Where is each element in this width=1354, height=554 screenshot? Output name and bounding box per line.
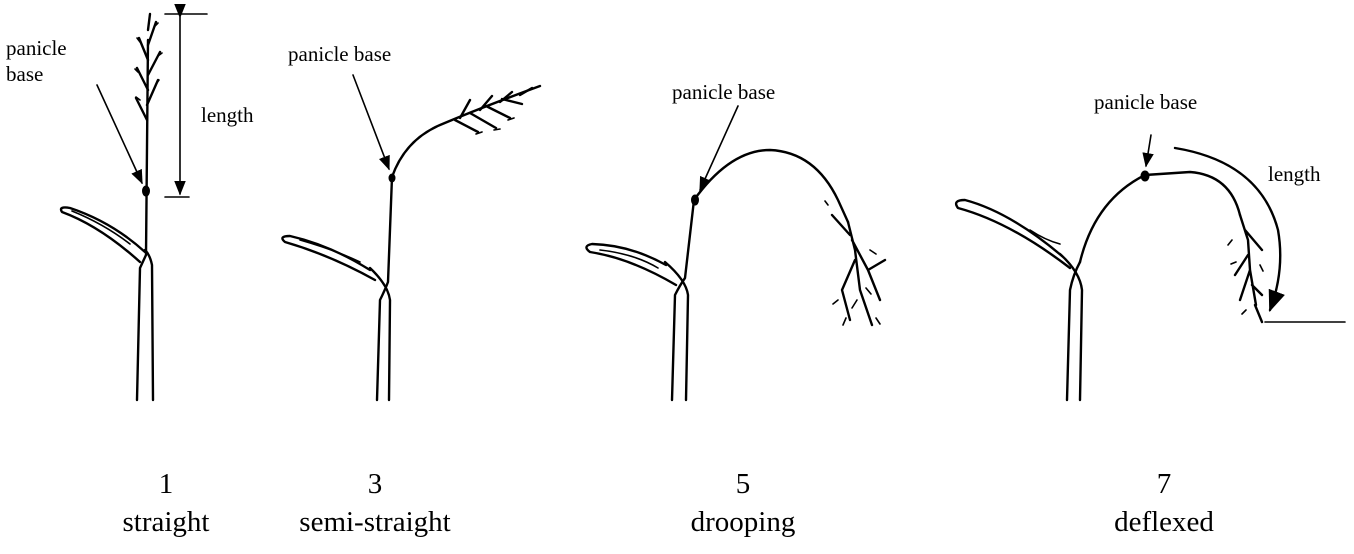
- plant-drooping: [586, 106, 885, 400]
- panicle-base-label: panicle base: [672, 80, 775, 105]
- caption-drooping: drooping: [613, 506, 873, 539]
- length-label: length: [201, 103, 254, 128]
- base-label: base: [6, 62, 43, 87]
- panicle-base-label: panicle base: [1094, 90, 1197, 115]
- score-5: 5: [613, 468, 873, 501]
- panicle-base-dot: [1141, 171, 1149, 181]
- panicle-label: panicle: [6, 36, 67, 61]
- plant-semi-straight: [282, 75, 540, 400]
- panicle-base-dot: [389, 174, 395, 182]
- length-label: length: [1268, 162, 1321, 187]
- panicle-base-dot: [143, 186, 150, 196]
- score-7: 7: [1034, 468, 1294, 501]
- panicle-base-label: panicle base: [288, 42, 391, 67]
- panicle-base-dot: [692, 195, 699, 205]
- caption-deflexed: deflexed: [1034, 506, 1294, 539]
- plant-straight: [61, 14, 207, 400]
- caption-semi-straight: semi-straight: [245, 506, 505, 539]
- score-3: 3: [245, 468, 505, 501]
